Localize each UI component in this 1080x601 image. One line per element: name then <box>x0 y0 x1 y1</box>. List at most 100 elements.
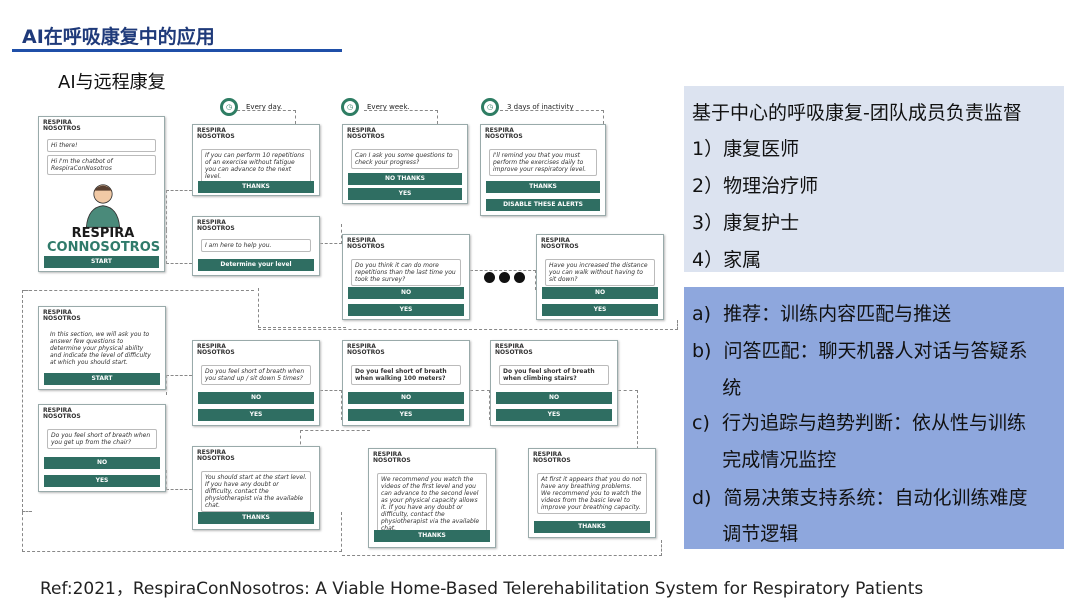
function-line: 调节逻辑 <box>692 523 799 545</box>
card-help: RESPIRA NOSOTROS I am here to help you. … <box>192 216 320 276</box>
card-standup: RESPIRA NOSOTROS Do you feel short of br… <box>192 340 320 426</box>
no-button[interactable]: NO <box>542 287 658 299</box>
no-button[interactable]: NO <box>198 392 314 404</box>
team-item: 4）家属 <box>692 249 762 271</box>
chat-bubble: We recommend you watch the videos of the… <box>377 473 487 535</box>
respira-logo: RESPIRA NOSOTROS <box>347 343 385 356</box>
yes-button[interactable]: YES <box>44 475 160 487</box>
thanks-button[interactable]: THANKS <box>198 512 314 524</box>
chat-bubble: Do you think it can do more repetitions … <box>351 259 461 286</box>
respira-logo: RESPIRA NOSOTROS <box>485 127 523 140</box>
connector <box>258 320 678 330</box>
yes-button[interactable]: YES <box>542 304 658 316</box>
team-item: 2）物理治疗师 <box>692 175 819 197</box>
function-line: b) 问答匹配：聊天机器人对话与答疑系 <box>692 340 1028 362</box>
team-supervision-panel: 基于中心的呼吸康复-团队成员负责监督 1）康复医师 2）物理治疗师 3）康复护士… <box>684 86 1064 272</box>
start-button[interactable]: START <box>44 256 159 268</box>
clock-icon: ◷ <box>341 98 359 116</box>
ai-functions-panel: a) 推荐：训练内容匹配与推送 b) 问答匹配：聊天机器人对话与答疑系 统 c)… <box>684 287 1064 549</box>
chat-bubble: I'll remind you that you must perform th… <box>489 149 597 176</box>
start-button[interactable]: START <box>44 373 160 385</box>
respira-logo: RESPIRA NOSOTROS <box>197 343 235 356</box>
connector <box>166 375 192 395</box>
thanks-button[interactable]: THANKS <box>198 181 314 193</box>
no-button[interactable]: NO <box>348 392 464 404</box>
chatbot-avatar-icon <box>85 184 121 228</box>
respira-logo: RESPIRA NOSOTROS <box>43 407 81 420</box>
schedule-weekly: ◷ Every week. <box>341 98 410 116</box>
connector <box>166 470 192 490</box>
card-at-first: RESPIRA NOSOTROS At first it appears tha… <box>528 448 656 538</box>
chat-bubble: At first it appears that you do not have… <box>537 473 647 514</box>
brand-line: CONNOSOTROS <box>47 240 161 255</box>
connector <box>320 390 342 420</box>
no-thanks-button[interactable]: NO THANKS <box>348 173 462 185</box>
no-button[interactable]: NO <box>496 392 612 404</box>
respira-logo: RESPIRA NOSOTROS <box>495 343 533 356</box>
disable-alerts-button[interactable]: DISABLE THESE ALERTS <box>486 199 600 211</box>
team-item: 3）康复护士 <box>692 212 800 234</box>
chat-bubble: Do you feel short of breath when you sta… <box>201 365 311 385</box>
schedule-label: Every day. <box>246 103 283 111</box>
reference-citation: Ref:2021，RespiraConNosotros: A Viable Ho… <box>40 579 924 599</box>
connector <box>470 390 490 420</box>
chat-bubble: Hi there! <box>47 139 156 152</box>
connector <box>166 230 192 264</box>
respira-logo: RESPIRA NOSOTROS <box>347 127 385 140</box>
chat-bubble: In this section, we will ask you to answ… <box>47 329 157 368</box>
yes-button[interactable]: YES <box>496 409 612 421</box>
slide-title: AI在呼吸康复中的应用 <box>22 26 215 48</box>
slide-subtitle: AI与远程康复 <box>58 72 166 93</box>
no-button[interactable]: NO <box>44 457 160 469</box>
connector <box>22 512 342 552</box>
respira-logo: RESPIRA NOSOTROS <box>541 237 579 250</box>
card-weekly: RESPIRA NOSOTROS Can I ask you some ques… <box>342 124 468 204</box>
clock-icon: ◷ <box>220 98 238 116</box>
connector <box>232 110 296 124</box>
thanks-button[interactable]: THANKS <box>534 521 650 533</box>
function-line: a) 推荐：训练内容匹配与推送 <box>692 303 952 325</box>
respira-logo: RESPIRA NOSOTROS <box>533 451 571 464</box>
respira-logo: RESPIRA NOSOTROS <box>197 449 235 462</box>
yes-button[interactable]: YES <box>198 409 314 421</box>
card-getup: RESPIRA NOSOTROS Do you feel short of br… <box>38 404 166 492</box>
connector <box>618 390 638 480</box>
function-line: d) 简易决策支持系统：自动化训练难度 <box>692 487 1028 509</box>
card-walk100: RESPIRA NOSOTROS Do you feel short of br… <box>342 340 470 426</box>
card-inactivity: RESPIRA NOSOTROS I'll remind you that yo… <box>480 124 606 216</box>
connector <box>258 288 346 328</box>
card-section: RESPIRA NOSOTROS In this section, we wil… <box>38 306 166 390</box>
yes-button[interactable]: YES <box>348 188 462 200</box>
respira-logo: RESPIRA NOSOTROS <box>43 309 81 322</box>
connector <box>470 270 536 290</box>
brand-line: RESPIRA <box>71 226 135 241</box>
no-button[interactable]: NO <box>348 287 464 299</box>
chat-bubble: Do you feel short of breath when you get… <box>47 429 157 449</box>
schedule-label: Every week. <box>367 103 410 111</box>
connector <box>342 540 662 556</box>
schedule-label: 3 days of inactivity <box>507 103 574 111</box>
chat-bubble: Do you feel short of breath when walking… <box>351 365 461 385</box>
chat-bubble: I am here to help you. <box>201 239 311 252</box>
panel-heading: 基于中心的呼吸康复-团队成员负责监督 <box>692 102 1022 124</box>
team-item: 1）康复医师 <box>692 138 800 160</box>
chat-bubble: Do you feel short of breath when climbin… <box>499 365 609 385</box>
connector <box>22 290 32 512</box>
respira-logo: RESPIRA NOSOTROS <box>197 127 235 140</box>
chat-bubble: If you can perform 10 repetitions of an … <box>201 149 311 183</box>
yes-button[interactable]: YES <box>348 409 464 421</box>
thanks-button[interactable]: THANKS <box>374 530 490 542</box>
chat-bubble: Hi I'm the chatbot of RespiraConNosotros <box>47 155 156 175</box>
determine-level-button[interactable]: Determine your level <box>198 259 314 271</box>
card-daily: RESPIRA NOSOTROS If you can perform 10 r… <box>192 124 320 196</box>
yes-button[interactable]: YES <box>348 304 464 316</box>
schedule-daily: ◷ Every day. <box>220 98 282 116</box>
respira-logo: RESPIRA NOSOTROS <box>197 219 235 232</box>
connector <box>24 290 254 291</box>
connector <box>166 190 192 230</box>
connector <box>300 430 370 450</box>
thanks-button[interactable]: THANKS <box>486 181 600 193</box>
card-stairs: RESPIRA NOSOTROS Do you feel short of br… <box>490 340 618 426</box>
function-line: c) 行为追踪与趋势判断：依从性与训练 <box>692 412 1026 434</box>
